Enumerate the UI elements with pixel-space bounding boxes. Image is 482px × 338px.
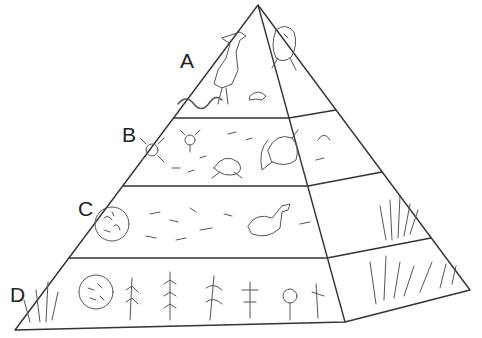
level-letter: C <box>78 198 93 219</box>
snake-sketch <box>178 97 222 108</box>
plant-sketch <box>290 284 324 320</box>
pyramid-edge <box>15 5 470 330</box>
plant-sketch <box>164 272 176 320</box>
pyramid-outline <box>15 5 470 330</box>
insect-marks <box>316 135 330 160</box>
plant-sketch <box>126 278 138 320</box>
frog-sketch <box>212 158 242 178</box>
level-letter: B <box>122 124 136 145</box>
plant-sketch <box>206 276 222 320</box>
grass-sketch <box>24 282 58 322</box>
small-bird-sketch <box>250 92 266 100</box>
flower-sketch <box>146 144 158 156</box>
heron-legs <box>218 88 228 104</box>
level-divider <box>69 238 431 258</box>
microbe-circle <box>79 275 113 309</box>
reed-sketch <box>380 196 418 240</box>
plant-sketch <box>242 282 258 318</box>
flower-petals <box>140 138 164 162</box>
level-divider <box>123 172 382 186</box>
microbe-marks <box>88 284 104 300</box>
flower-sketch <box>185 135 195 145</box>
insect-marks <box>172 132 252 172</box>
plankton-marks <box>146 208 310 240</box>
level-letter: D <box>10 284 25 305</box>
rodent-sketch <box>261 130 298 170</box>
level-letter: A <box>180 50 194 71</box>
organism-sketches <box>24 26 456 322</box>
microbe-circle <box>95 207 129 241</box>
heron-sketch <box>214 32 246 88</box>
reed-sketch <box>370 256 456 304</box>
pyramid-edge <box>258 5 345 322</box>
flower-petals <box>180 130 200 152</box>
level-divider <box>174 110 336 118</box>
hawk-sketch <box>272 26 296 70</box>
flower-sketch <box>283 289 297 303</box>
duck-sketch <box>248 204 290 236</box>
microbe-marks <box>104 212 120 232</box>
